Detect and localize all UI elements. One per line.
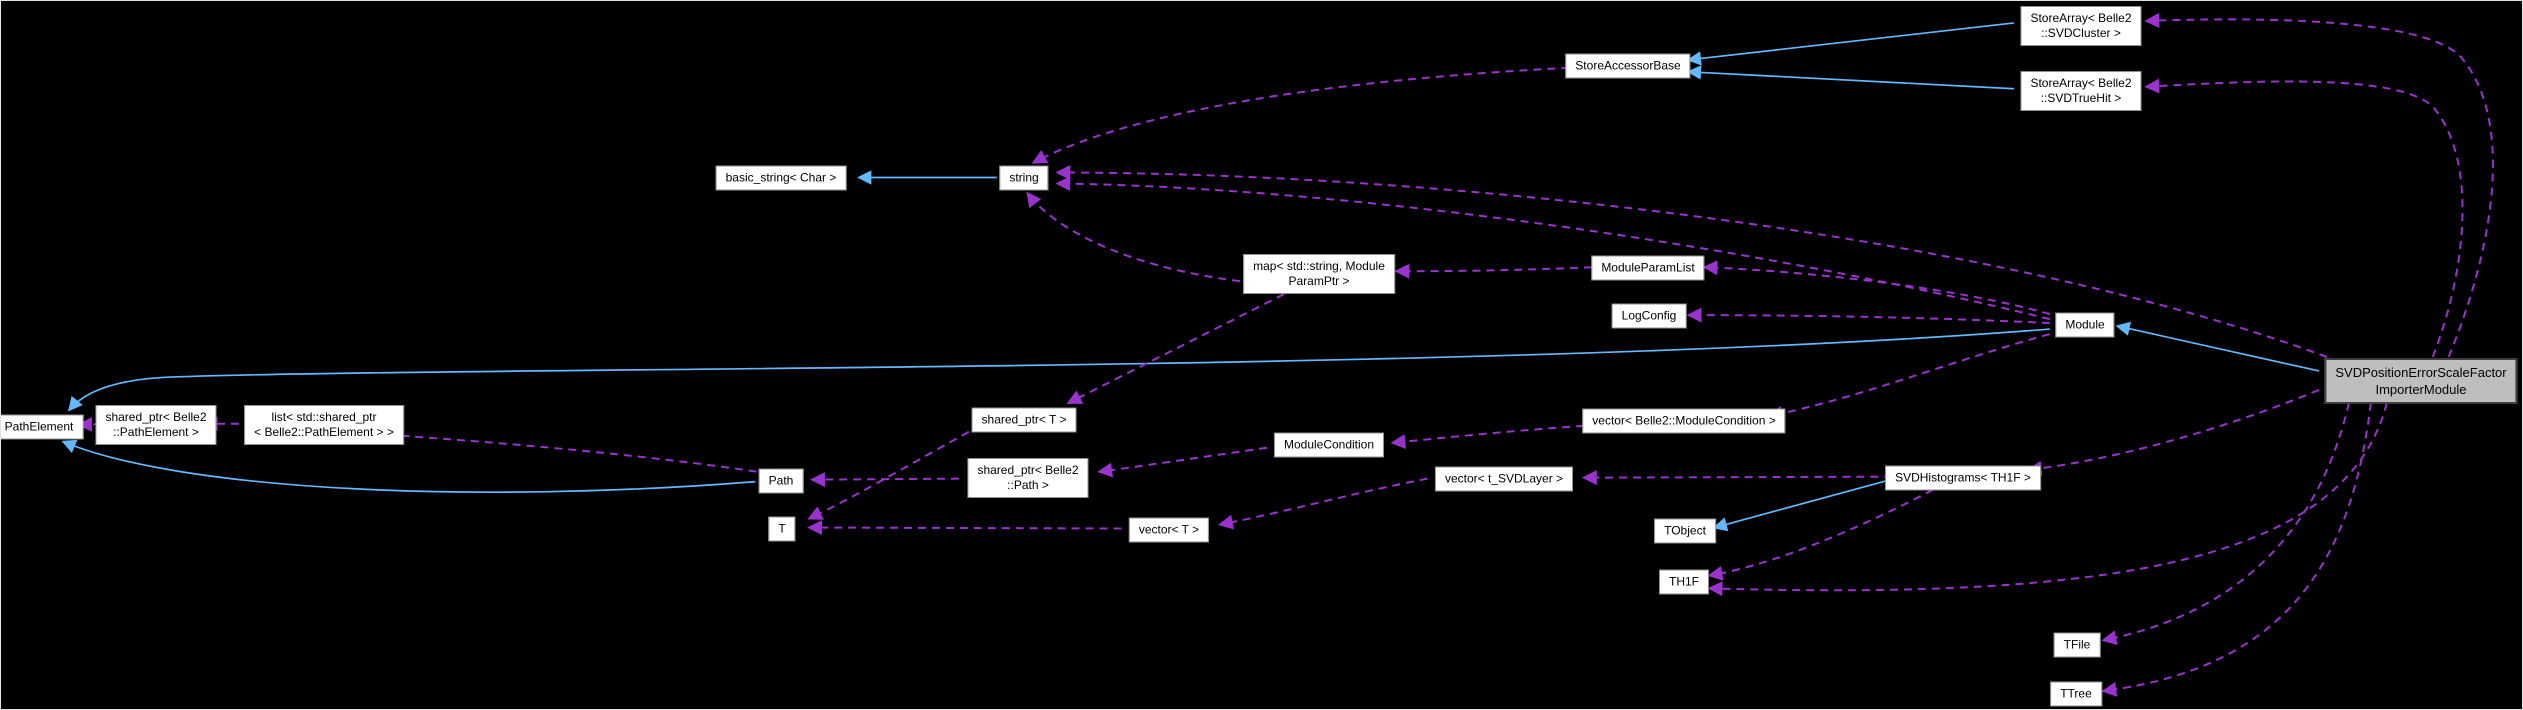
node-label: string <box>1009 170 1039 185</box>
node-shared-ptr-belle2-pathelement[interactable]: shared_ptr< Belle2::PathElement > <box>95 405 217 445</box>
node-label: ImporterModule <box>2375 382 2467 397</box>
edge-path-to-list-std-shared-ptr-belle2-pathelement-usage <box>386 428 757 473</box>
node-label: shared_ptr< Belle2 <box>977 463 1079 477</box>
edge-module-param-list-to-map-std-string-moduleparamptr-usage <box>1394 263 1593 279</box>
node-label: Module <box>2065 317 2105 332</box>
edge-module-to-log-config-usage <box>1686 307 2050 325</box>
edge-module-to-module-param-list-usage <box>1702 260 2051 316</box>
node-label: TObject <box>1664 523 1706 538</box>
node-th1f[interactable]: TH1F <box>1659 569 1709 595</box>
node-label: vector< Belle2::ModuleCondition > <box>1592 413 1776 428</box>
node-tobject[interactable]: TObject <box>1654 518 1716 544</box>
edge-svd-position-error-scale-factor-importer-module-to-storearray-svdtruehit-usage <box>2144 78 2464 358</box>
node-label: shared_ptr< T > <box>981 412 1067 427</box>
edge-storearray-svdcluster-to-store-accessor-base-inheritance <box>1686 22 2014 66</box>
node-label: shared_ptr< Belle2 <box>105 410 207 424</box>
node-shared-ptr-t[interactable]: shared_ptr< T > <box>971 407 1077 433</box>
node-list-std-shared-ptr-belle2-pathelement[interactable]: list< std::shared_ptr< Belle2::PathEleme… <box>244 405 404 445</box>
edge-svd-position-error-scale-factor-importer-module-to-tfile-usage <box>2101 402 2350 646</box>
node-storearray-svdtruehit[interactable]: StoreArray< Belle2::SVDTrueHit > <box>2020 71 2142 111</box>
node-vector-t-svdlayer[interactable]: vector< t_SVDLayer > <box>1434 466 1574 492</box>
edge-group <box>61 13 2494 697</box>
edge-svd-histograms-th1f-to-th1f-usage <box>1707 488 1934 581</box>
node-vector-t[interactable]: vector< T > <box>1128 517 1210 543</box>
node-string[interactable]: string <box>999 165 1049 191</box>
edge-map-std-string-moduleparamptr-to-shared-ptr-t-usage <box>1066 293 1285 404</box>
node-module-condition[interactable]: ModuleCondition <box>1273 432 1385 458</box>
edge-vector-belle2-modulecondition-to-module-condition-usage <box>1390 423 1599 449</box>
node-label: Path <box>768 473 794 488</box>
edge-module-condition-to-shared-ptr-belle2-path-usage <box>1097 446 1268 478</box>
edge-svd-histograms-th1f-to-vector-t-svdlayer-usage <box>1581 470 1893 486</box>
node-label: vector< t_SVDLayer > <box>1444 471 1564 486</box>
node-label: ParamPtr > <box>1288 274 1350 288</box>
node-path-element[interactable]: PathElement <box>1 414 84 440</box>
node-label: ::PathElement > <box>113 425 199 439</box>
node-label: SVDHistograms< TH1F > <box>1895 470 2031 485</box>
node-label: list< std::shared_ptr <box>271 410 377 424</box>
node-path[interactable]: Path <box>758 468 804 494</box>
edge-svd-position-error-scale-factor-importer-module-to-th1f-usage <box>1707 402 2388 597</box>
node-label: ModuleParamList <box>1601 260 1695 275</box>
edge-vector-t-to-t-usage <box>807 520 1122 536</box>
node-module-param-list[interactable]: ModuleParamList <box>1591 255 1705 281</box>
node-vector-belle2-modulecondition[interactable]: vector< Belle2::ModuleCondition > <box>1582 408 1786 434</box>
node-shared-ptr-belle2-path[interactable]: shared_ptr< Belle2::Path > <box>967 458 1089 498</box>
edge-shared-ptr-belle2-path-to-path-usage <box>810 472 959 488</box>
edge-module-to-vector-belle2-modulecondition-usage <box>1767 333 2051 421</box>
edge-vector-t-svdlayer-to-vector-t-usage <box>1217 477 1428 530</box>
node-tfile[interactable]: TFile <box>2053 632 2101 658</box>
node-t[interactable]: T <box>768 516 796 542</box>
node-label: ::SVDCluster > <box>2041 26 2121 40</box>
edge-module-to-path-element-inheritance <box>67 328 2050 412</box>
node-label: StoreArray< Belle2 <box>2030 11 2132 25</box>
edge-map-std-string-moduleparamptr-to-string-usage <box>1026 191 1241 283</box>
node-label: TTree <box>2060 686 2092 701</box>
node-label: StoreArray< Belle2 <box>2030 76 2132 90</box>
node-label: < Belle2::PathElement > > <box>254 425 394 439</box>
node-label: vector< T > <box>1138 522 1200 537</box>
edge-module-to-string-usage <box>1055 176 2051 321</box>
edge-svd-position-error-scale-factor-importer-module-to-storearray-svdcluster-usage <box>2144 13 2494 358</box>
node-label: SVDPositionErrorScaleFactor <box>2335 365 2507 380</box>
node-log-config[interactable]: LogConfig <box>1611 303 1687 329</box>
node-svd-histograms-th1f[interactable]: SVDHistograms< TH1F > <box>1885 465 2041 491</box>
node-label: LogConfig <box>1621 308 1677 323</box>
node-label: T <box>778 521 786 536</box>
node-label: ::SVDTrueHit > <box>2040 91 2122 105</box>
node-storearray-svdcluster[interactable]: StoreArray< Belle2::SVDCluster > <box>2020 6 2142 46</box>
node-label: StoreAccessorBase <box>1575 58 1681 73</box>
node-ttree[interactable]: TTree <box>2050 681 2102 707</box>
edge-path-to-path-element-inheritance <box>61 439 756 493</box>
node-label: TH1F <box>1669 574 1699 589</box>
node-label: ::Path > <box>1007 478 1049 492</box>
edge-shared-ptr-t-to-t-usage <box>807 430 970 520</box>
node-label: map< std::string, Module <box>1253 259 1385 273</box>
node-label: basic_string< Char > <box>725 170 837 185</box>
node-store-accessor-base[interactable]: StoreAccessorBase <box>1565 53 1691 79</box>
edge-store-accessor-base-to-string-usage <box>1031 66 1570 164</box>
edge-svd-position-error-scale-factor-importer-module-to-svd-histograms-th1f-usage <box>2026 388 2320 476</box>
node-module[interactable]: Module <box>2055 312 2115 338</box>
node-label: ModuleCondition <box>1283 437 1375 452</box>
edge-storearray-svdtruehit-to-store-accessor-base-inheritance <box>1686 65 2014 90</box>
node-label: TFile <box>2063 637 2091 652</box>
node-label: PathElement <box>4 419 74 434</box>
edge-svd-histograms-th1f-to-tobject-inheritance <box>1712 477 1895 532</box>
node-basic-string-char[interactable]: basic_string< Char > <box>715 165 847 191</box>
edge-svd-position-error-scale-factor-importer-module-to-string-usage <box>1055 165 2328 358</box>
edge-svd-position-error-scale-factor-importer-module-to-module-inheritance <box>2115 321 2320 372</box>
edge-svd-position-error-scale-factor-importer-module-to-ttree-usage <box>2101 402 2372 697</box>
